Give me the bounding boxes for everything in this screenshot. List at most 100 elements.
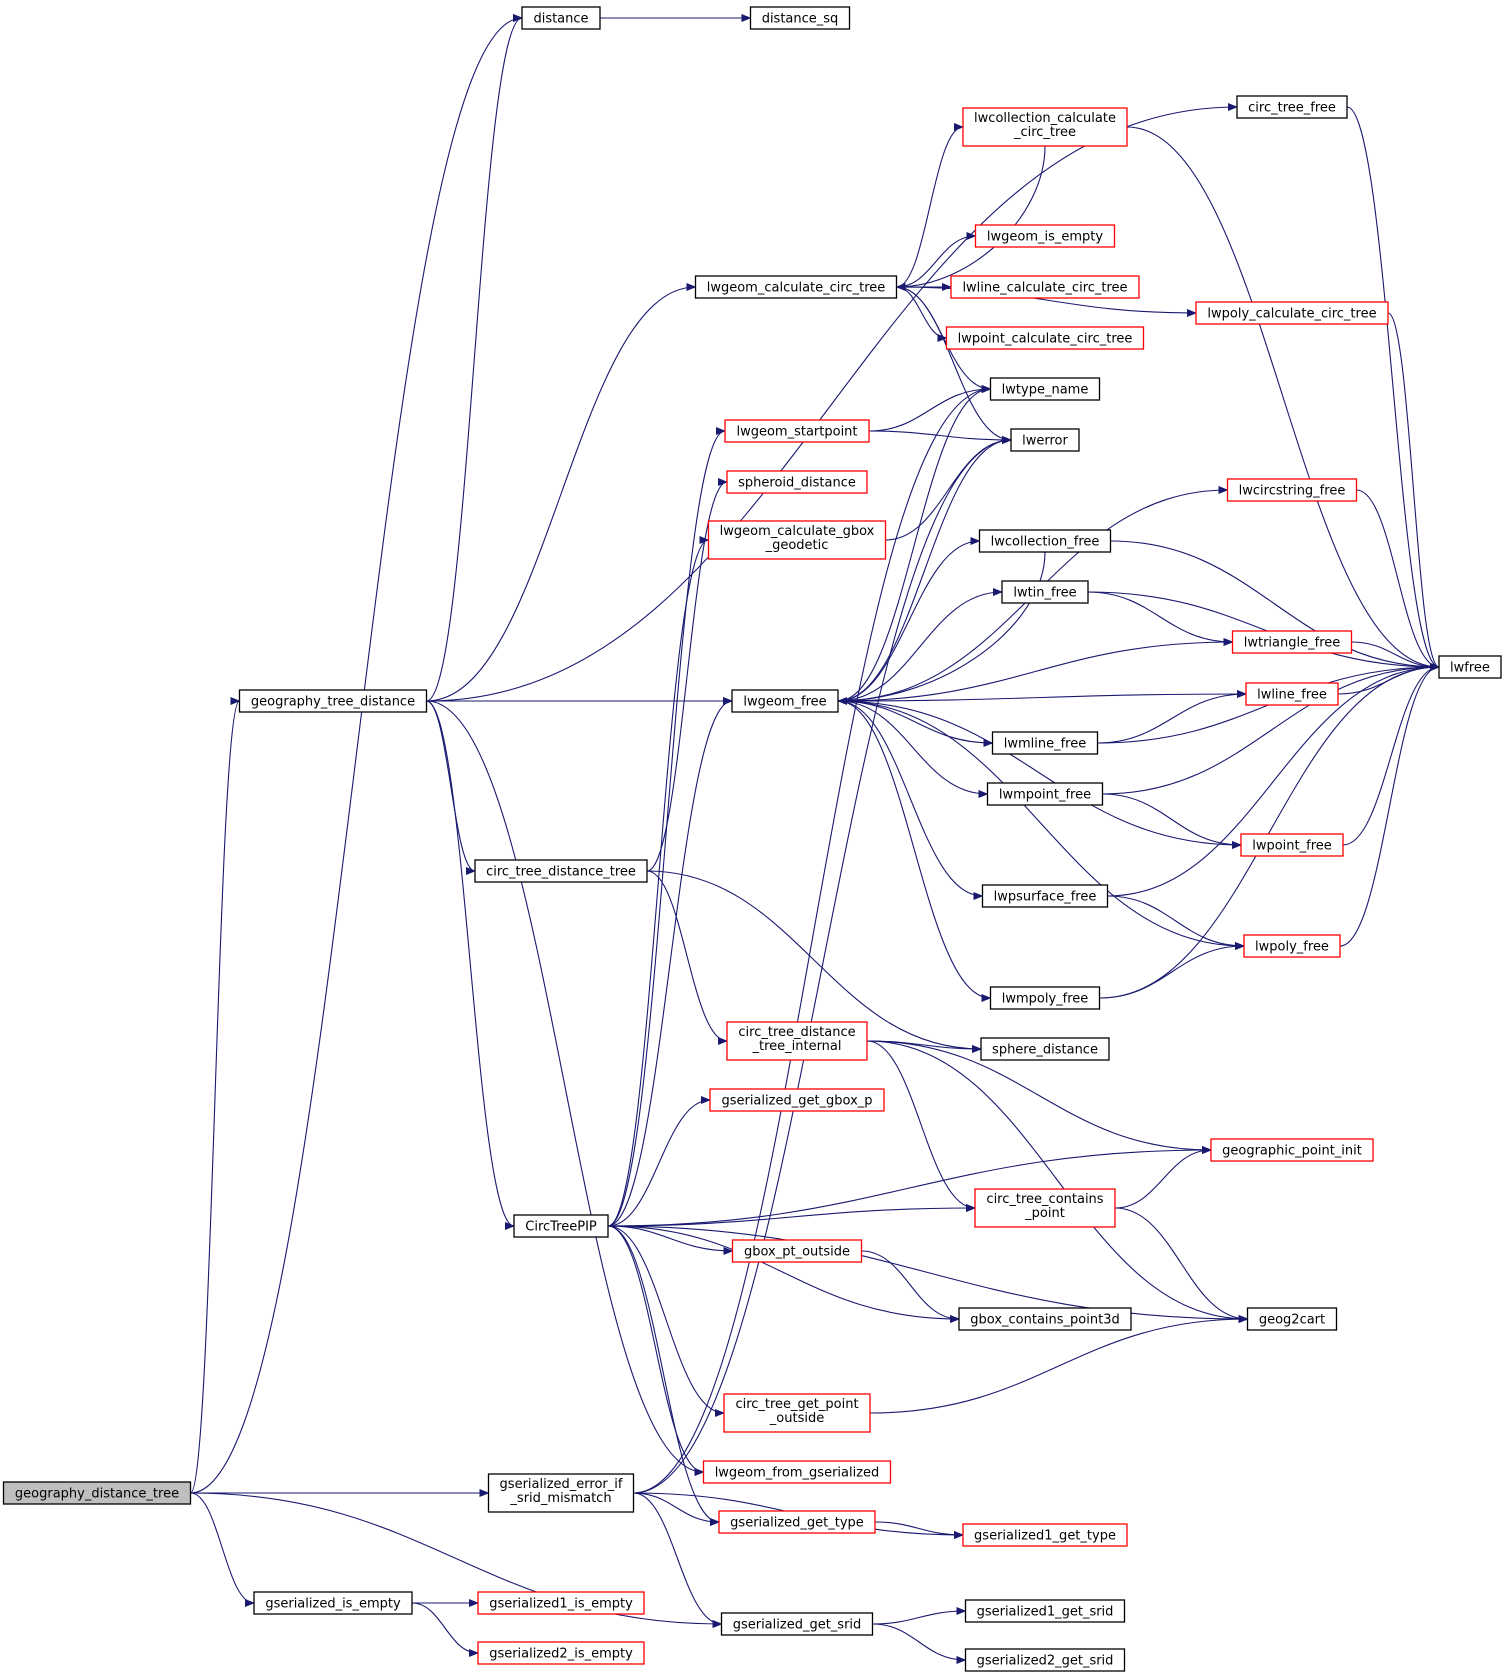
node-lwpoint-free[interactable]: lwpoint_free	[1240, 833, 1344, 857]
node-lwmpoint-free[interactable]: lwmpoint_free	[986, 782, 1104, 806]
node-box	[981, 884, 1109, 908]
node-lwpoint-calc[interactable]: lwpoint_calculate_circ_tree	[945, 326, 1145, 350]
edge-lwtin-free-to-lwtriangle-free	[1087, 591, 1234, 646]
node-box	[1438, 655, 1502, 679]
edge-lwpoint-free-to-lwfree	[1342, 663, 1440, 846]
edge-lwpoly-calc-to-lwfree	[1387, 312, 1440, 671]
edge-gtd-to-circ-tree-free	[426, 103, 1238, 702]
node-ct-contains-point[interactable]: circ_tree_contains_point	[974, 1188, 1116, 1228]
node-gs2-is-empty[interactable]: gserialized2_is_empty	[477, 1641, 645, 1665]
node-lwgeom-calc-circ[interactable]: lwgeom_calculate_circ_tree	[694, 275, 898, 299]
node-lwmpoly-free[interactable]: lwmpoly_free	[989, 986, 1101, 1010]
edge-circtreepip-to-geo-point-init	[607, 1146, 1212, 1227]
node-lwtriangle-free[interactable]: lwtriangle_free	[1231, 630, 1353, 654]
node-box	[1210, 1138, 1374, 1162]
node-geog2cart[interactable]: geog2cart	[1246, 1307, 1338, 1331]
node-label: distance	[533, 12, 588, 27]
node-gs-error-srid[interactable]: gserialized_error_if_srid_mismatch	[487, 1473, 635, 1513]
node-spheroid-distance[interactable]: spheroid_distance	[726, 470, 868, 494]
node-sphere-distance[interactable]: sphere_distance	[980, 1037, 1110, 1061]
node-box	[709, 1088, 885, 1112]
node-label: _geodetic	[765, 538, 829, 553]
edge-circtreepip-to-geog2cart	[607, 1225, 1249, 1323]
node-ctdt[interactable]: circ_tree_distance_tree	[474, 859, 648, 883]
node-box	[720, 1612, 874, 1636]
node-distance-sq[interactable]: distance_sq	[749, 6, 851, 30]
node-ctdti[interactable]: circ_tree_distance_tree_internal	[726, 1021, 868, 1061]
node-box	[978, 529, 1112, 553]
edge-circtreepip-to-gs-get-gbox-p	[607, 1096, 711, 1227]
node-lwfree[interactable]: lwfree	[1438, 655, 1502, 679]
node-box	[1195, 301, 1389, 325]
node-label: geog2cart	[1259, 1313, 1325, 1328]
node-lwline-calc[interactable]: lwline_calculate_circ_tree	[950, 275, 1140, 299]
edge-lwgeom-free-to-lwpoly-free	[837, 700, 1245, 950]
node-lwpoly-calc[interactable]: lwpoly_calculate_circ_tree	[1195, 301, 1389, 325]
node-lwpoly-free[interactable]: lwpoly_free	[1243, 934, 1341, 958]
edge-lwcollection-free-to-lwgeom-free	[837, 551, 1046, 705]
node-lwgeom-calc-gbox[interactable]: lwgeom_calculate_gbox_geodetic	[707, 520, 887, 560]
edge-lwgeom-calc-circ-to-lwerror	[896, 286, 1012, 444]
node-circ-tree-free[interactable]: circ_tree_free	[1236, 95, 1348, 119]
edge-lwgeom-startpoint-to-lwerror	[868, 430, 1012, 444]
edge-circtreepip-to-gbox-pt-outside	[607, 1225, 734, 1255]
node-geo-point-init[interactable]: geographic_point_init	[1210, 1138, 1374, 1162]
node-label: circ_tree_distance_tree	[486, 865, 636, 880]
node-lwgeom-startpoint[interactable]: lwgeom_startpoint	[724, 419, 870, 443]
node-label: lwline_free	[1257, 688, 1327, 703]
node-lwcollection-free[interactable]: lwcollection_free	[978, 529, 1112, 553]
node-circtreepip[interactable]: CircTreePIP	[513, 1214, 609, 1238]
node-lwtype-name[interactable]: lwtype_name	[989, 377, 1101, 401]
node-label: geography_distance_tree	[15, 1487, 179, 1502]
node-label: geography_tree_distance	[251, 695, 415, 710]
node-box	[694, 275, 898, 299]
node-lwgeom-free[interactable]: lwgeom_free	[731, 689, 839, 713]
node-lwcoll-calc[interactable]: lwcollection_calculate_circ_tree	[962, 107, 1128, 147]
edge-gs-error-srid-to-lwtype-name	[633, 385, 992, 1494]
node-gtd[interactable]: geography_tree_distance	[238, 689, 428, 713]
edge-gdt-to-distance	[190, 14, 523, 1494]
node-gs1-get-type[interactable]: gserialized1_get_type	[962, 1523, 1128, 1547]
node-label: gserialized1_get_type	[974, 1529, 1116, 1544]
node-box	[253, 1591, 413, 1615]
node-gs1-is-empty[interactable]: gserialized1_is_empty	[477, 1591, 645, 1615]
node-gs-get-gbox-p[interactable]: gserialized_get_gbox_p	[709, 1088, 885, 1112]
node-lwpsurface-free[interactable]: lwpsurface_free	[981, 884, 1109, 908]
node-gdt[interactable]: geography_distance_tree	[2, 1481, 192, 1505]
node-box	[1243, 934, 1341, 958]
node-box	[731, 1239, 863, 1263]
node-gbox-contains[interactable]: gbox_contains_point3d	[958, 1307, 1132, 1331]
node-lwgeom-from-gs[interactable]: lwgeom_from_gserialized	[702, 1460, 892, 1484]
node-label: lwgeom_free	[743, 695, 826, 710]
node-label: gserialized1_is_empty	[489, 1597, 633, 1612]
node-label: lwcollection_calculate	[974, 111, 1116, 126]
edge-gtd-to-lwgeom-calc-circ	[426, 283, 697, 702]
node-ct-get-point-out[interactable]: circ_tree_get_point_outside	[723, 1393, 871, 1433]
node-lwerror[interactable]: lwerror	[1010, 428, 1080, 452]
node-lwline-free[interactable]: lwline_free	[1245, 682, 1339, 706]
node-gs2-get-srid[interactable]: gserialized2_get_srid	[964, 1648, 1126, 1672]
edge-lwgeom-calc-circ-to-lwpoly-calc	[896, 286, 1197, 317]
node-box	[964, 1599, 1126, 1623]
node-box	[950, 275, 1140, 299]
edge-lwgeom-free-to-lwmpoly-free	[837, 700, 992, 1002]
node-box	[1246, 1307, 1338, 1331]
node-gs-is-empty[interactable]: gserialized_is_empty	[253, 1591, 413, 1615]
node-label: gserialized_get_type	[730, 1516, 864, 1531]
node-label: _point	[1024, 1206, 1065, 1221]
node-gs-get-type[interactable]: gserialized_get_type	[718, 1510, 876, 1534]
edge-lwmpoint-free-to-lwfree	[1102, 663, 1440, 795]
node-lwtin-free[interactable]: lwtin_free	[1001, 580, 1089, 604]
node-lwgeom-is-empty[interactable]: lwgeom_is_empty	[974, 224, 1116, 248]
node-lwcircstring-free[interactable]: lwcircstring_free	[1226, 478, 1358, 502]
node-gs-get-srid[interactable]: gserialized_get_srid	[720, 1612, 874, 1636]
node-label: lwtype_name	[1002, 383, 1089, 398]
node-gs1-get-srid[interactable]: gserialized1_get_srid	[964, 1599, 1126, 1623]
edge-lwpsurface-free-to-lwfree	[1107, 663, 1440, 897]
node-gbox-pt-outside[interactable]: gbox_pt_outside	[731, 1239, 863, 1263]
node-label: gserialized_get_srid	[733, 1618, 862, 1633]
node-lwmline-free[interactable]: lwmline_free	[991, 731, 1099, 755]
node-box	[989, 986, 1101, 1010]
node-distance[interactable]: distance	[521, 6, 601, 30]
